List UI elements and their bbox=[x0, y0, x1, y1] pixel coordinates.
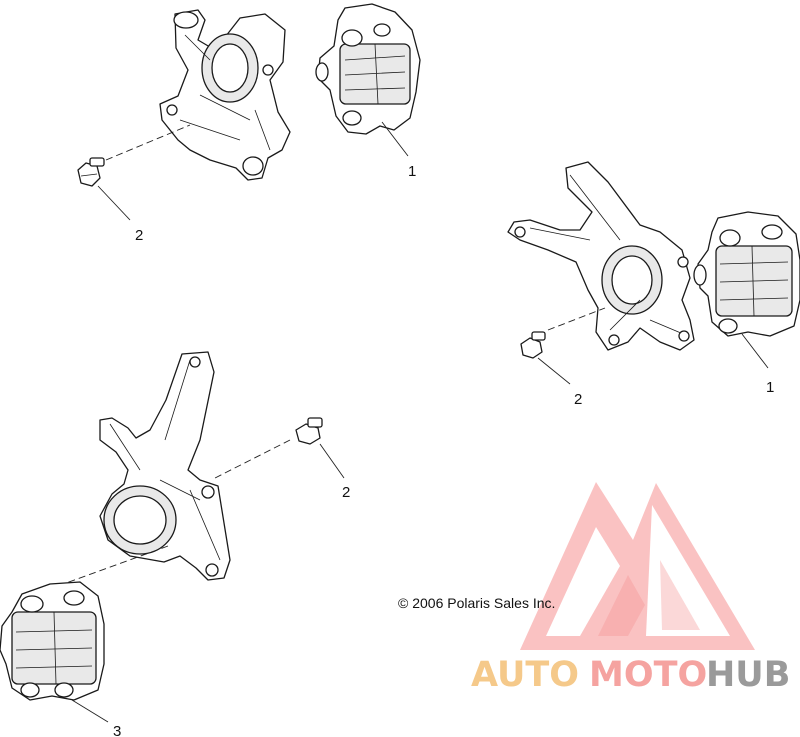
callout-1-right: 1 bbox=[766, 379, 774, 396]
watermark-moto: MOTO bbox=[589, 655, 707, 695]
bolt-middle bbox=[295, 417, 323, 445]
callout-2-middle: 2 bbox=[342, 484, 350, 501]
bolt-right bbox=[520, 331, 546, 359]
watermark-logo-icon bbox=[520, 482, 755, 650]
spindle-knuckle-bottom bbox=[99, 351, 231, 581]
watermark-auto: AUTO bbox=[471, 655, 579, 695]
copyright-text: © 2006 Polaris Sales Inc. bbox=[398, 595, 555, 611]
brake-caliper-bottom bbox=[0, 581, 105, 701]
leader-dash-middle bbox=[214, 439, 291, 479]
callout-2-right: 2 bbox=[574, 391, 582, 408]
leader-dash-right bbox=[547, 307, 606, 331]
leader-2-middle bbox=[319, 443, 345, 479]
leader-3-bottom bbox=[71, 699, 109, 723]
spindle-knuckle-top bbox=[159, 9, 291, 181]
leader-1-top bbox=[381, 121, 409, 157]
leader-dash-bottom bbox=[57, 545, 169, 587]
spindle-knuckle-right bbox=[507, 161, 695, 351]
leader-2-right bbox=[537, 357, 571, 385]
leader-dash-top bbox=[105, 124, 191, 161]
watermark-text: AUTO MOTO HUB bbox=[471, 655, 790, 695]
callout-3-bottom: 3 bbox=[113, 723, 121, 737]
bolt-top-left bbox=[77, 157, 105, 187]
leader-2-top bbox=[97, 185, 131, 221]
callout-2-top: 2 bbox=[135, 227, 143, 244]
callout-1-top: 1 bbox=[408, 163, 416, 180]
leader-1-right bbox=[741, 333, 769, 369]
brake-caliper-right bbox=[693, 211, 800, 337]
brake-caliper-top bbox=[315, 3, 421, 135]
watermark-hub: HUB bbox=[706, 655, 790, 695]
